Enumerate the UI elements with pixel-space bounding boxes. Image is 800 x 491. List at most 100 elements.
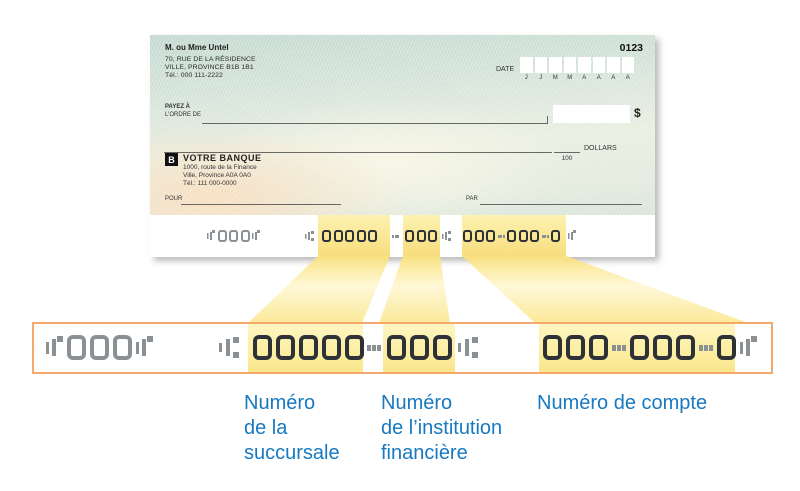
date-letter: A — [596, 75, 601, 81]
dollar-sign: $ — [634, 106, 641, 120]
micr-digit-0 — [299, 335, 318, 360]
date-letter: M — [552, 75, 558, 81]
label-line: Numéro — [244, 392, 316, 414]
label-line: de la — [244, 417, 288, 439]
date-box — [592, 57, 605, 73]
highlight-institution-box — [383, 324, 455, 372]
date-letter: J — [524, 75, 528, 81]
micr-digit-0 — [387, 335, 406, 360]
label-line: de l’institution — [381, 417, 503, 439]
date-letter: M — [567, 75, 573, 81]
label-branch-number: Numéro de la succursale — [244, 391, 340, 466]
label-line: Numéro — [381, 392, 453, 414]
micr-group-transit-open — [219, 335, 239, 360]
micr-digit-0 — [368, 230, 377, 242]
micr-digit-0 — [356, 230, 366, 242]
micr-symbol-dash — [699, 335, 713, 360]
beam-institution — [379, 256, 450, 323]
micr-digit-0 — [405, 230, 414, 242]
micr-digit-0 — [345, 230, 354, 242]
payer-address-line2: VILLE, PROVINCE B1B 1B1 — [165, 64, 254, 71]
highlight-institution-strip — [403, 215, 440, 257]
micr-group-onus-end — [740, 335, 757, 360]
micr-digit-0 — [551, 230, 560, 242]
micr-digit-0 — [428, 230, 437, 242]
date-cell: A — [621, 57, 634, 81]
micr-digit-0 — [240, 230, 250, 242]
highlight-branch-box — [248, 324, 363, 372]
micr-digit-0 — [589, 335, 608, 360]
micr-symbol-dash — [497, 230, 505, 242]
micr-digit-0 — [67, 335, 86, 360]
date-letter: A — [582, 75, 587, 81]
cheque-serial-number: 0123 — [619, 42, 643, 54]
bank-phone: Tél.: 111 000-0000 — [183, 180, 237, 187]
micr-symbol-transit — [219, 335, 239, 360]
micr-digit-0 — [433, 335, 452, 360]
micr-digit-0 — [217, 230, 227, 242]
micr-symbol-onus — [568, 230, 576, 242]
dollars-label: DOLLARS — [584, 145, 617, 152]
micr-digit-0 — [507, 230, 516, 242]
micr-digit-0 — [676, 335, 695, 360]
label-line: succursale — [244, 442, 340, 464]
micr-group-cheque-number — [46, 335, 153, 360]
micr-digit-0 — [416, 230, 426, 242]
micr-digit-0 — [113, 335, 132, 360]
micr-digit-0 — [229, 230, 238, 242]
micr-group-account-number — [463, 230, 560, 242]
payee-label-line2: L’ORDRE DE — [165, 112, 202, 118]
date-box — [621, 57, 634, 73]
date-box — [520, 57, 533, 73]
micr-group-account-number — [543, 335, 736, 360]
micr-group-institution-number — [387, 335, 452, 360]
micr-symbol-dash — [367, 335, 381, 360]
micr-group-transit-close — [442, 230, 451, 242]
payer-phone: Tél.: 000 111-2222 — [165, 72, 223, 79]
signature-rule-line — [480, 204, 642, 205]
bank-address-line2: Ville, Province A0A 0A0 — [183, 172, 251, 179]
date-label: DATE — [496, 66, 515, 73]
date-letter: J — [539, 75, 543, 81]
date-cell: J — [534, 57, 547, 81]
micr-group-institution-number — [405, 230, 437, 242]
date-cell: J — [520, 57, 533, 81]
micr-symbol-dash — [392, 230, 399, 242]
micr-symbol-onus — [207, 230, 215, 242]
magnified-micr-box — [32, 322, 773, 374]
micr-digit-0 — [345, 335, 364, 360]
micr-symbol-transit — [442, 230, 451, 242]
micr-digit-0 — [518, 230, 528, 242]
micr-digit-0 — [566, 335, 585, 360]
micr-digit-0 — [90, 335, 109, 360]
micr-group-transit-close — [458, 335, 478, 360]
date-box — [578, 57, 591, 73]
bank-address-line1: 1000, route de la Finance — [183, 164, 257, 171]
memo-label: POUR — [165, 196, 183, 202]
date-cell: A — [592, 57, 605, 81]
micr-group-dash-separator — [367, 335, 381, 360]
label-line: financière — [381, 442, 468, 464]
micr-digit-0 — [276, 335, 295, 360]
micr-digit-0 — [630, 335, 649, 360]
micr-digit-0 — [463, 230, 472, 242]
micr-group-branch-number — [322, 230, 377, 242]
micr-digit-0 — [410, 335, 429, 360]
date-box — [534, 57, 547, 73]
micr-symbol-onus — [740, 335, 757, 360]
payer-address-line1: 70, RUE DE LA RÉSIDENCE — [165, 56, 256, 63]
amount-box — [553, 105, 630, 123]
payee-label-line1: PAYEZ À — [165, 104, 191, 110]
label-institution-number: Numéro de l’institution financière — [381, 391, 502, 466]
sample-cheque: M. ou Mme Untel 70, RUE DE LA RÉSIDENCE … — [150, 35, 655, 257]
label-line: Numéro de compte — [537, 392, 708, 414]
bank-logo: B — [165, 153, 178, 166]
micr-group-onus-end — [568, 230, 576, 242]
payer-name: M. ou Mme Untel — [165, 43, 229, 52]
date-cell: A — [578, 57, 591, 81]
signature-label: PAR — [466, 196, 478, 202]
bank-name: VOTRE BANQUE — [183, 153, 262, 163]
beam-branch — [248, 256, 390, 323]
